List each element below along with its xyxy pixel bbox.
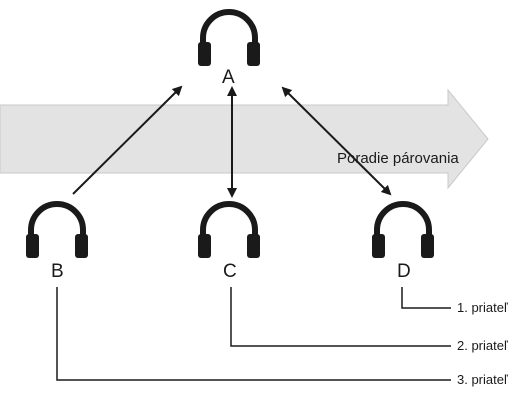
headphones-icon: [26, 204, 88, 258]
headphones-icon: [198, 12, 260, 66]
node-d: D: [372, 204, 434, 282]
leader-line-d: [401, 287, 451, 309]
node-label-d: D: [397, 261, 411, 282]
leader-line-b: [56, 287, 451, 381]
friend-label-2: 2. priateľ: [457, 338, 508, 353]
node-label-a: A: [222, 67, 235, 88]
node-b: B: [26, 204, 88, 282]
node-a: A: [198, 12, 260, 88]
pairing-order-big-arrow: [0, 88, 489, 190]
node-c: C: [198, 204, 260, 282]
arrow-b-to-a: [72, 85, 183, 195]
headphones-icon: [198, 204, 260, 258]
arrow-a-d: [281, 86, 392, 196]
friend-label-3: 3. priateľ: [457, 372, 508, 387]
friend-label-1: 1. priateľ: [457, 300, 508, 315]
node-label-c: C: [223, 261, 237, 282]
leader-line-c: [230, 287, 451, 347]
node-label-b: B: [51, 261, 64, 282]
headphones-icon: [372, 204, 434, 258]
